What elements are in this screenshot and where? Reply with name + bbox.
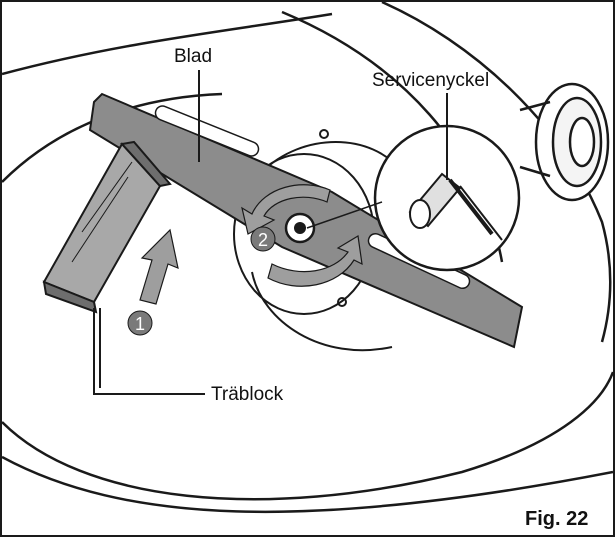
wheel — [519, 82, 610, 202]
figure-number: Fig. 22 — [525, 508, 589, 530]
blade-label: Blad — [174, 46, 213, 67]
wood-block-leader-line-left — [93, 308, 205, 395]
push-arrow — [139, 228, 179, 305]
step-badge-1: 1 — [127, 310, 153, 336]
rotation-arrows — [241, 184, 363, 287]
wood-block — [42, 140, 172, 314]
center-bolt — [284, 212, 316, 244]
service-key-label: Servicenyckel — [372, 70, 490, 91]
step-badge-2: 2 — [250, 226, 276, 252]
svg-text:1: 1 — [135, 314, 145, 334]
wood-block-label: Träblock — [211, 384, 284, 405]
leader-lines — [93, 70, 448, 395]
service-key-detail — [306, 124, 521, 272]
svg-text:2: 2 — [258, 230, 268, 250]
